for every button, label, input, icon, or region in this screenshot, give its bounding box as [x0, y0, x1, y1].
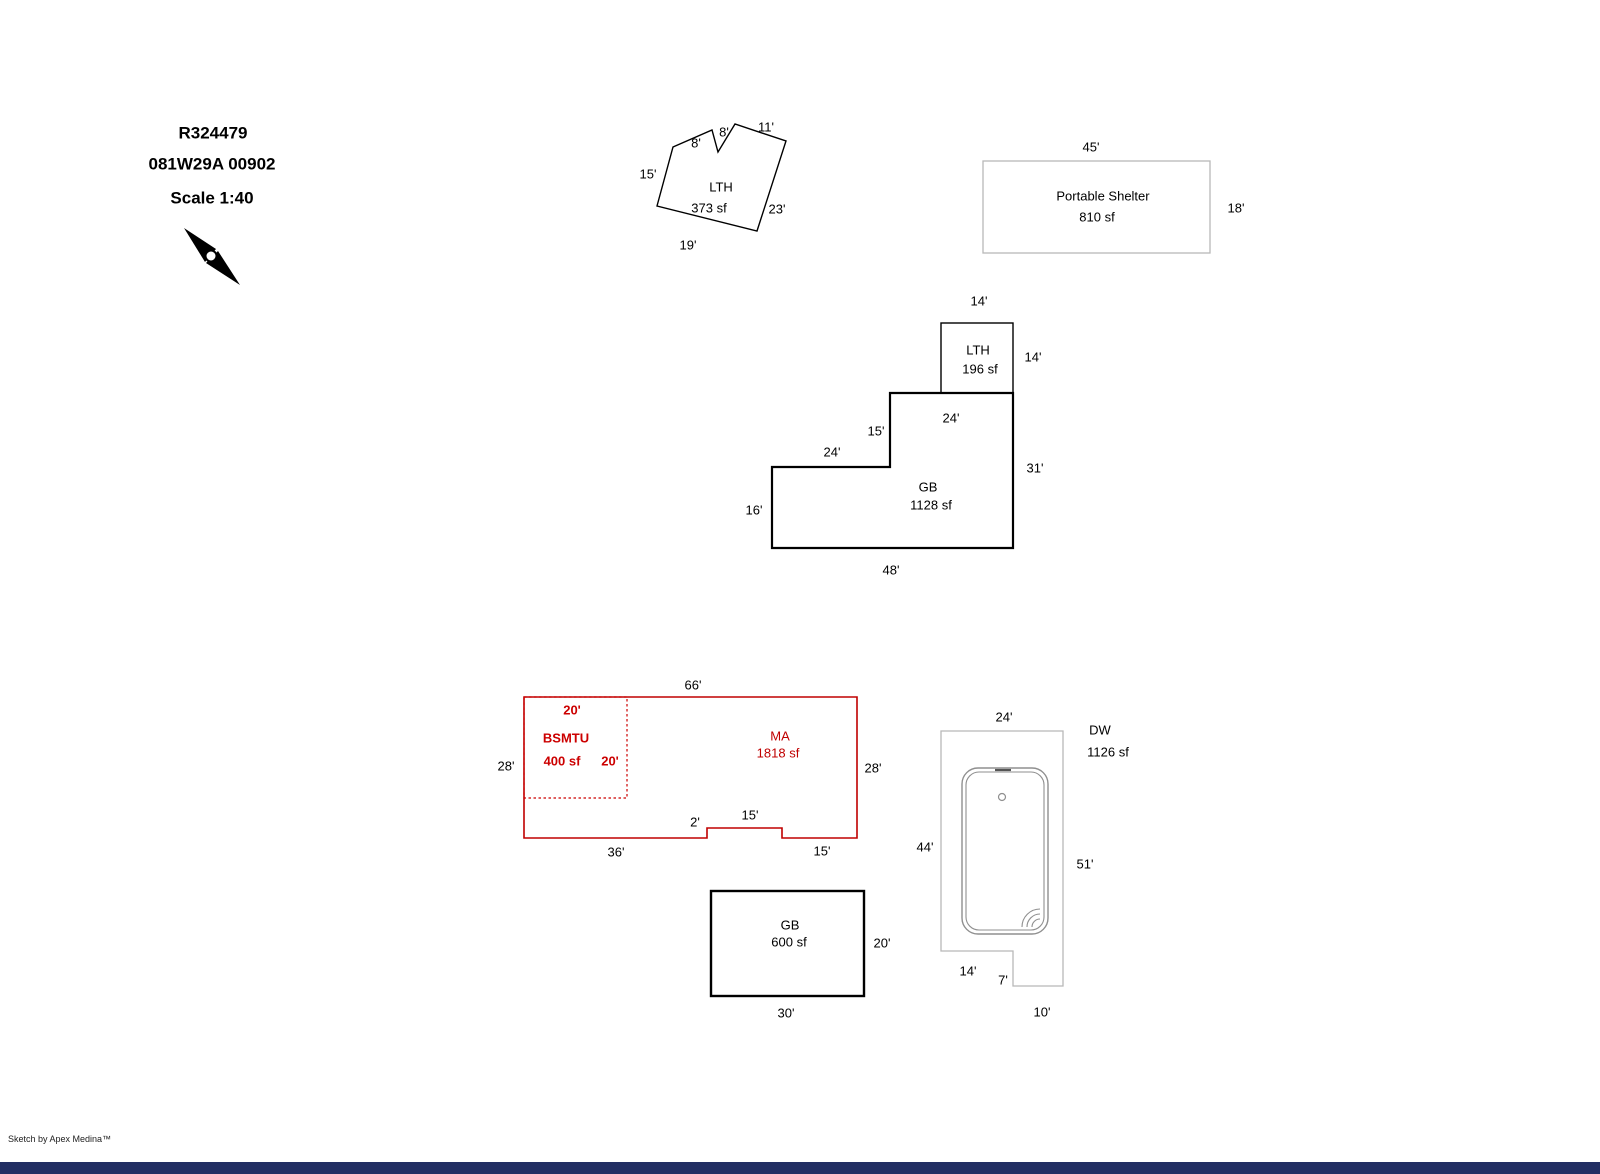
lth2-dim-top: 14'	[970, 293, 988, 309]
dw-dim-step: 7'	[998, 972, 1008, 988]
ma-dim-left: 28'	[497, 758, 515, 774]
bsmtu-dim-top: 20'	[563, 702, 581, 718]
bsmtu-label: BSMTU	[542, 730, 590, 746]
shelter-area: 810 sf	[1079, 209, 1115, 225]
bsmtu-outline	[523, 696, 628, 799]
lth2-label: LTH	[966, 342, 990, 358]
gb1-dim-bottom: 48'	[882, 562, 900, 578]
footer-bar	[0, 1162, 1600, 1174]
gb1-dim-step: 24'	[823, 444, 841, 460]
bsmtu-dim-right: 20'	[601, 753, 619, 769]
gb1-area: 1128 sf	[910, 497, 952, 513]
parcel-id: R324479	[178, 123, 248, 143]
ma-dim-notch: 2'	[690, 814, 700, 830]
ma-outline	[523, 696, 858, 839]
map-taxlot: 081W29A 00902	[148, 154, 276, 174]
ma-dim-bottom-left: 36'	[607, 844, 625, 860]
lth1-dim-a: 8'	[691, 135, 701, 151]
lth1-outline	[656, 123, 787, 232]
ma-dim-notch-top: 15'	[741, 807, 759, 823]
dw-dim-bottom: 10'	[1033, 1004, 1051, 1020]
dw-area: 1126 sf	[1087, 744, 1129, 760]
gb2-area: 600 sf	[771, 934, 807, 950]
lth2-outline	[940, 322, 1014, 394]
gb1-label: GB	[918, 479, 938, 495]
ma-label: MA	[770, 728, 790, 744]
dw-dim-top: 24'	[995, 709, 1013, 725]
gb1-dim-left: 16'	[745, 502, 763, 518]
lth2-area: 196 sf	[962, 361, 998, 377]
gb1-outline	[770, 391, 1015, 550]
gb1-dim-upper-left: 15'	[867, 423, 885, 439]
shelter-dim-right: 18'	[1227, 200, 1245, 216]
gb1-dim-top: 24'	[942, 410, 960, 426]
shelter-label: Portable Shelter	[1056, 188, 1150, 204]
shelter-outline	[982, 160, 1211, 254]
dw-label: DW	[1089, 722, 1111, 738]
ma-dim-top: 66'	[684, 677, 702, 693]
dw-dim-right: 51'	[1076, 856, 1094, 872]
gb2-outline	[709, 889, 866, 998]
scale-label: Scale 1:40	[170, 188, 254, 208]
lth2-dim-right: 14'	[1024, 349, 1042, 365]
lth1-area: 373 sf	[691, 200, 727, 216]
ma-area: 1818 sf	[756, 745, 800, 761]
lth1-label: LTH	[709, 179, 733, 195]
dw-dim-inner-bottom: 14'	[959, 963, 977, 979]
bsmtu-area: 400 sf	[543, 753, 581, 769]
gb2-label: GB	[780, 917, 800, 933]
dw-outline	[940, 730, 1064, 987]
lth1-dim-f: 19'	[679, 237, 697, 253]
pool-icon	[961, 767, 1049, 935]
ma-dim-bottom-right: 15'	[813, 843, 831, 859]
ma-dim-right: 28'	[864, 760, 882, 776]
lth1-dim-c: 11'	[758, 119, 774, 135]
gb2-dim-bottom: 30'	[777, 1005, 795, 1021]
north-arrow-icon	[184, 228, 240, 285]
lth1-dim-b: 8'	[719, 124, 729, 140]
gb1-dim-right: 31'	[1026, 460, 1044, 476]
gb2-dim-right: 20'	[873, 935, 891, 951]
sketch-credit: Sketch by Apex Medina™	[8, 1134, 112, 1144]
dw-dim-left: 44'	[916, 839, 934, 855]
lth1-dim-d: 15'	[639, 166, 657, 182]
shelter-dim-top: 45'	[1082, 139, 1100, 155]
lth1-dim-e: 23'	[768, 201, 786, 217]
